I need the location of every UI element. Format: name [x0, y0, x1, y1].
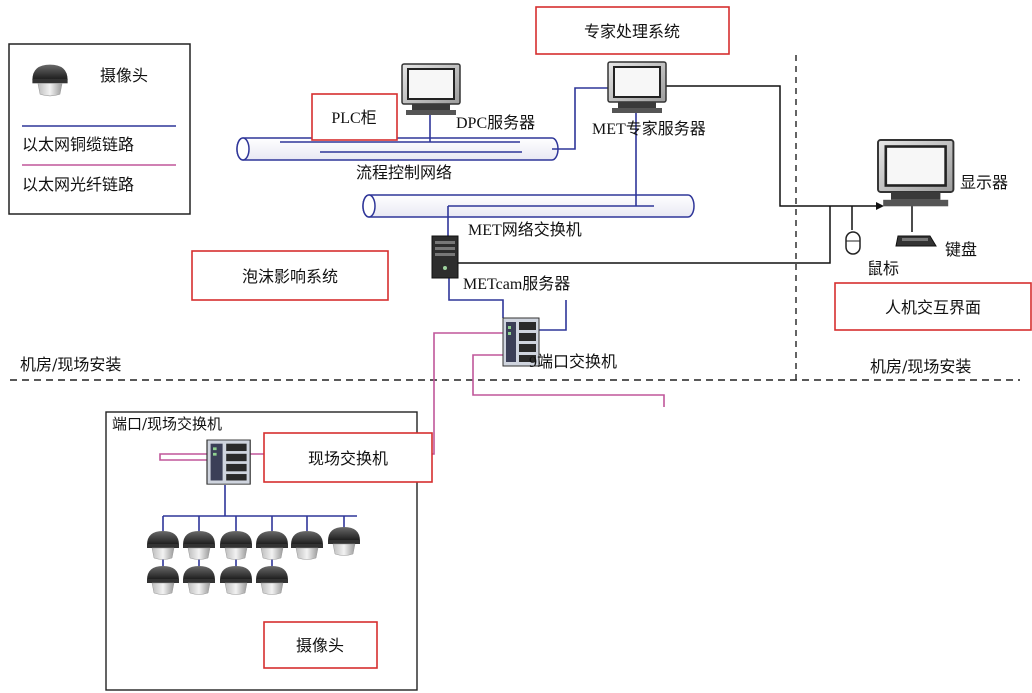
met-expert-server-monitor-icon	[607, 61, 667, 114]
legend-camera-label: 摄像头	[100, 66, 148, 85]
hmi-box	[834, 282, 1032, 331]
expert-system-box	[535, 6, 730, 55]
camera-icon	[327, 526, 361, 556]
keyboard-icon	[895, 235, 937, 247]
plc-box	[311, 93, 398, 141]
camera-icon	[219, 530, 253, 560]
zone-right-label: 机房/现场安装	[870, 357, 971, 376]
camera-icon	[219, 565, 253, 595]
dpc-server-monitor-icon	[401, 63, 461, 116]
mouse-icon	[845, 231, 861, 255]
arrow-to-display	[876, 202, 884, 210]
nine-port-switch-label: 9端口交换机	[529, 353, 617, 371]
camera-box	[263, 621, 378, 669]
field-switch-label: 现场交换机	[308, 449, 388, 468]
process-network-label: 流程控制网络	[356, 163, 452, 182]
keyboard-label: 键盘	[945, 240, 977, 259]
camera-icon	[182, 565, 216, 595]
hmi-label: 人机交互界面	[885, 298, 981, 317]
met-switch-label: MET网络交换机	[468, 220, 582, 239]
metcam-server-label: METcam服务器	[463, 275, 570, 293]
display-monitor-icon	[876, 138, 955, 208]
field-switch-icon	[206, 439, 251, 485]
plc-label: PLC柜	[331, 109, 376, 127]
camera-icon	[182, 530, 216, 560]
camera-array	[146, 526, 361, 595]
display-label: 显示器	[960, 173, 1008, 192]
field-switch-box	[263, 432, 433, 483]
legend-copper-label: 以太网铜缆链路	[22, 135, 134, 154]
legend: 摄像头 以太网铜缆链路 以太网光纤链路	[8, 43, 191, 215]
metcam-server-icon	[431, 235, 459, 279]
foam-system-label: 泡沫影响系统	[242, 267, 338, 286]
zone-left-label: 机房/现场安装	[20, 355, 121, 374]
expert-system-label: 专家处理系统	[584, 22, 680, 41]
foam-system-box	[191, 250, 389, 301]
camera-icon	[255, 530, 289, 560]
mouse-label: 鼠标	[867, 259, 899, 278]
field-area-title: 端口/现场交换机	[112, 415, 222, 433]
legend-fiber-label: 以太网光纤链路	[22, 175, 134, 194]
camera-icon	[146, 565, 180, 595]
process-control-network-pipe	[236, 137, 559, 161]
field-area-frame	[105, 411, 418, 691]
dpc-server-label: DPC服务器	[456, 114, 535, 132]
camera-icon	[146, 530, 180, 560]
camera-icon	[255, 565, 289, 595]
highlight-boxes	[191, 6, 1032, 669]
met-expert-server-label: MET专家服务器	[592, 120, 706, 138]
camera-icon	[290, 530, 324, 560]
camera-box-label: 摄像头	[296, 636, 344, 655]
